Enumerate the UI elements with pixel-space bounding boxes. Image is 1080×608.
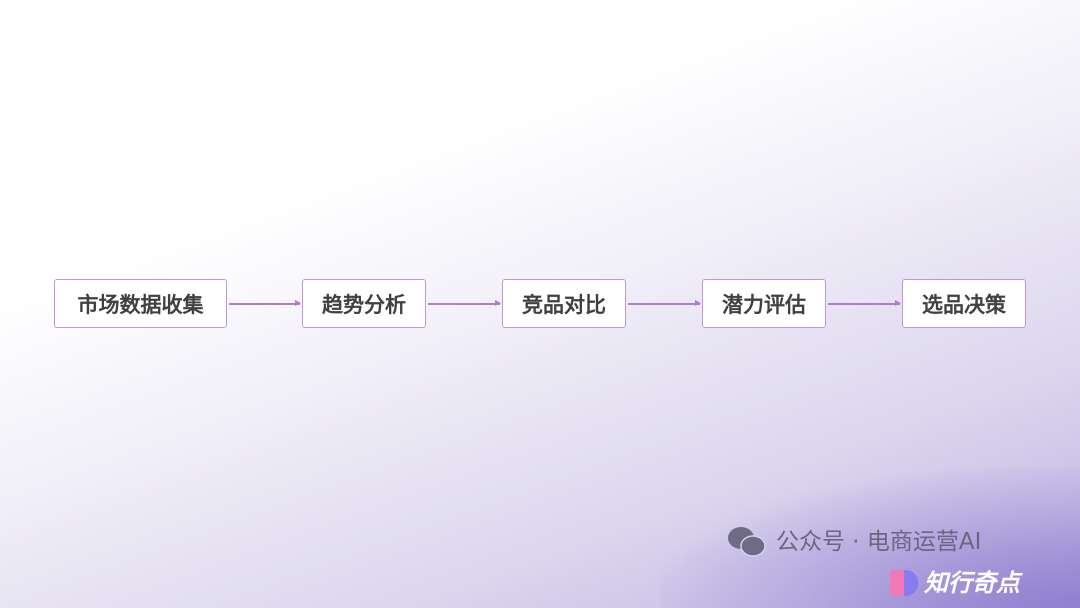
arrow-3 [628, 300, 701, 306]
logo-text: 知行奇点 [924, 569, 1020, 597]
step-trend-analysis: 趋势分析 [302, 279, 426, 328]
arrow-4 [828, 300, 901, 306]
step-market-data-collection: 市场数据收集 [54, 279, 227, 328]
step-competitor-comparison: 竞品对比 [502, 279, 626, 328]
step-label: 潜力评估 [722, 292, 806, 317]
arrow-2 [428, 300, 501, 306]
arrow-1 [229, 300, 301, 306]
wechat-icon [728, 527, 766, 557]
step-selection-decision: 选品决策 [902, 279, 1026, 328]
step-potential-evaluation: 潜力评估 [702, 279, 826, 328]
watermark-text: 公众号 · 电商运营AI [776, 529, 982, 555]
brand-logo: 知行奇点 [890, 568, 1020, 598]
step-label: 市场数据收集 [77, 292, 204, 317]
step-label: 选品决策 [922, 292, 1006, 317]
logo-mark-icon [890, 570, 918, 596]
step-label: 趋势分析 [322, 292, 406, 317]
step-label: 竞品对比 [522, 292, 606, 317]
watermark: 公众号 · 电商运营AI [726, 526, 981, 558]
